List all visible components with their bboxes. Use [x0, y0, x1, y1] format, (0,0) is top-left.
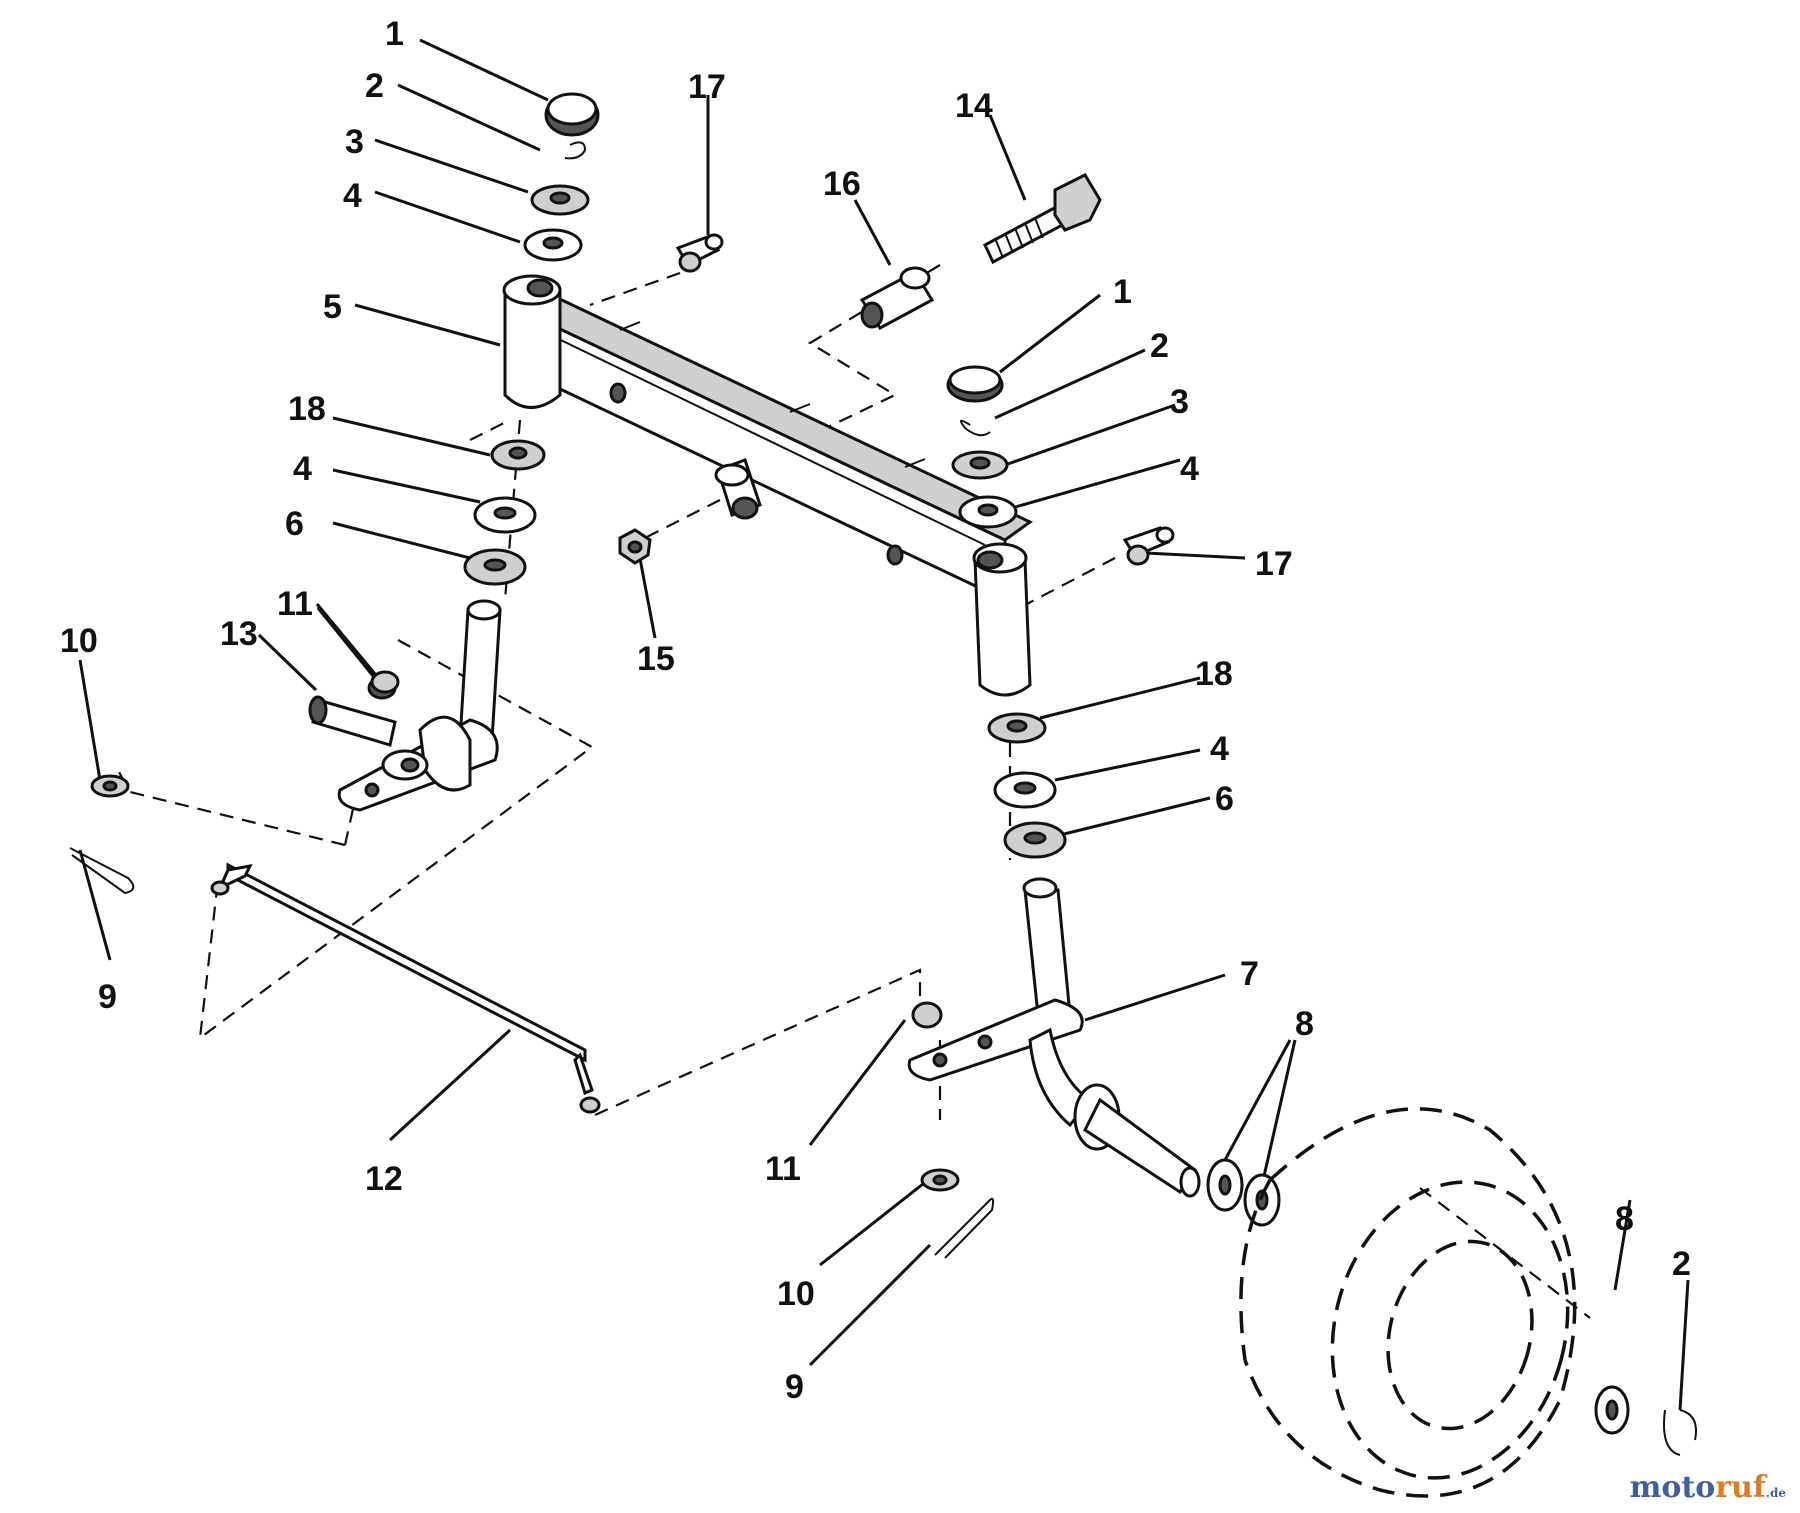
grease-fitting-left-icon: [675, 233, 724, 273]
nut-icon: [618, 528, 652, 565]
label-7: 7: [1240, 955, 1259, 993]
label-6-right: 6: [1215, 780, 1234, 818]
label-10-left: 10: [60, 622, 98, 660]
label-18-left: 18: [288, 390, 326, 428]
label-12: 12: [365, 1160, 403, 1198]
label-13: 13: [220, 615, 258, 653]
label-5: 5: [323, 288, 342, 326]
front-axle-icon: [502, 274, 1033, 697]
right-small-parts: [370, 670, 995, 1259]
right-steering-spindle-icon: [907, 877, 1201, 1198]
label-3-left: 3: [345, 123, 364, 161]
label-1-right: 1: [1113, 273, 1132, 311]
label-11-right: 11: [765, 1150, 801, 1188]
label-17-right: 17: [1255, 545, 1293, 583]
tie-rod-icon: [210, 862, 601, 1114]
label-4-left-top: 4: [343, 177, 362, 215]
label-14: 14: [955, 87, 993, 125]
leader-lines: [78, 38, 1690, 1411]
right-lower-washers: [987, 712, 1067, 859]
label-17-left: 17: [688, 68, 726, 106]
label-4-right-lower: 4: [1210, 730, 1229, 768]
label-9-left: 9: [98, 978, 117, 1016]
left-top-parts: [523, 92, 600, 262]
label-15: 15: [637, 640, 675, 678]
label-4-right-top: 4: [1180, 450, 1199, 488]
label-8-lower: 8: [1615, 1200, 1634, 1238]
left-lower-washers: [463, 439, 546, 586]
right-top-parts: [946, 365, 1018, 529]
part-number-labels: 1 2 3 4 5 17 14 16 1 2 3 4 17 18 4 6 15 …: [60, 15, 1691, 1406]
label-3-right: 3: [1170, 383, 1189, 421]
label-18-right: 18: [1195, 655, 1233, 693]
tire-outline-icon: [1239, 1107, 1577, 1498]
motoruf-watermark: motoruf.de: [1629, 1470, 1786, 1505]
label-6-left: 6: [285, 505, 304, 543]
steering-spindle-icon: [308, 599, 502, 812]
assembly-dashed-lines: [114, 264, 1591, 1319]
label-10-right: 10: [777, 1275, 815, 1313]
label-2-lower: 2: [1672, 1245, 1691, 1283]
label-2-left: 2: [365, 67, 384, 105]
spacer-icon: [859, 266, 935, 330]
axle-bolt-icon: [983, 173, 1102, 265]
label-2-right: 2: [1150, 327, 1169, 365]
label-11-left: 11: [277, 585, 313, 623]
label-1-left: 1: [385, 15, 404, 53]
left-small-parts: [69, 774, 135, 895]
label-9-right: 9: [785, 1368, 804, 1406]
label-16: 16: [823, 165, 861, 203]
grease-fitting-right-icon: [1122, 526, 1175, 566]
label-4-left-lower: 4: [293, 450, 312, 488]
label-8-upper: 8: [1295, 1005, 1314, 1043]
